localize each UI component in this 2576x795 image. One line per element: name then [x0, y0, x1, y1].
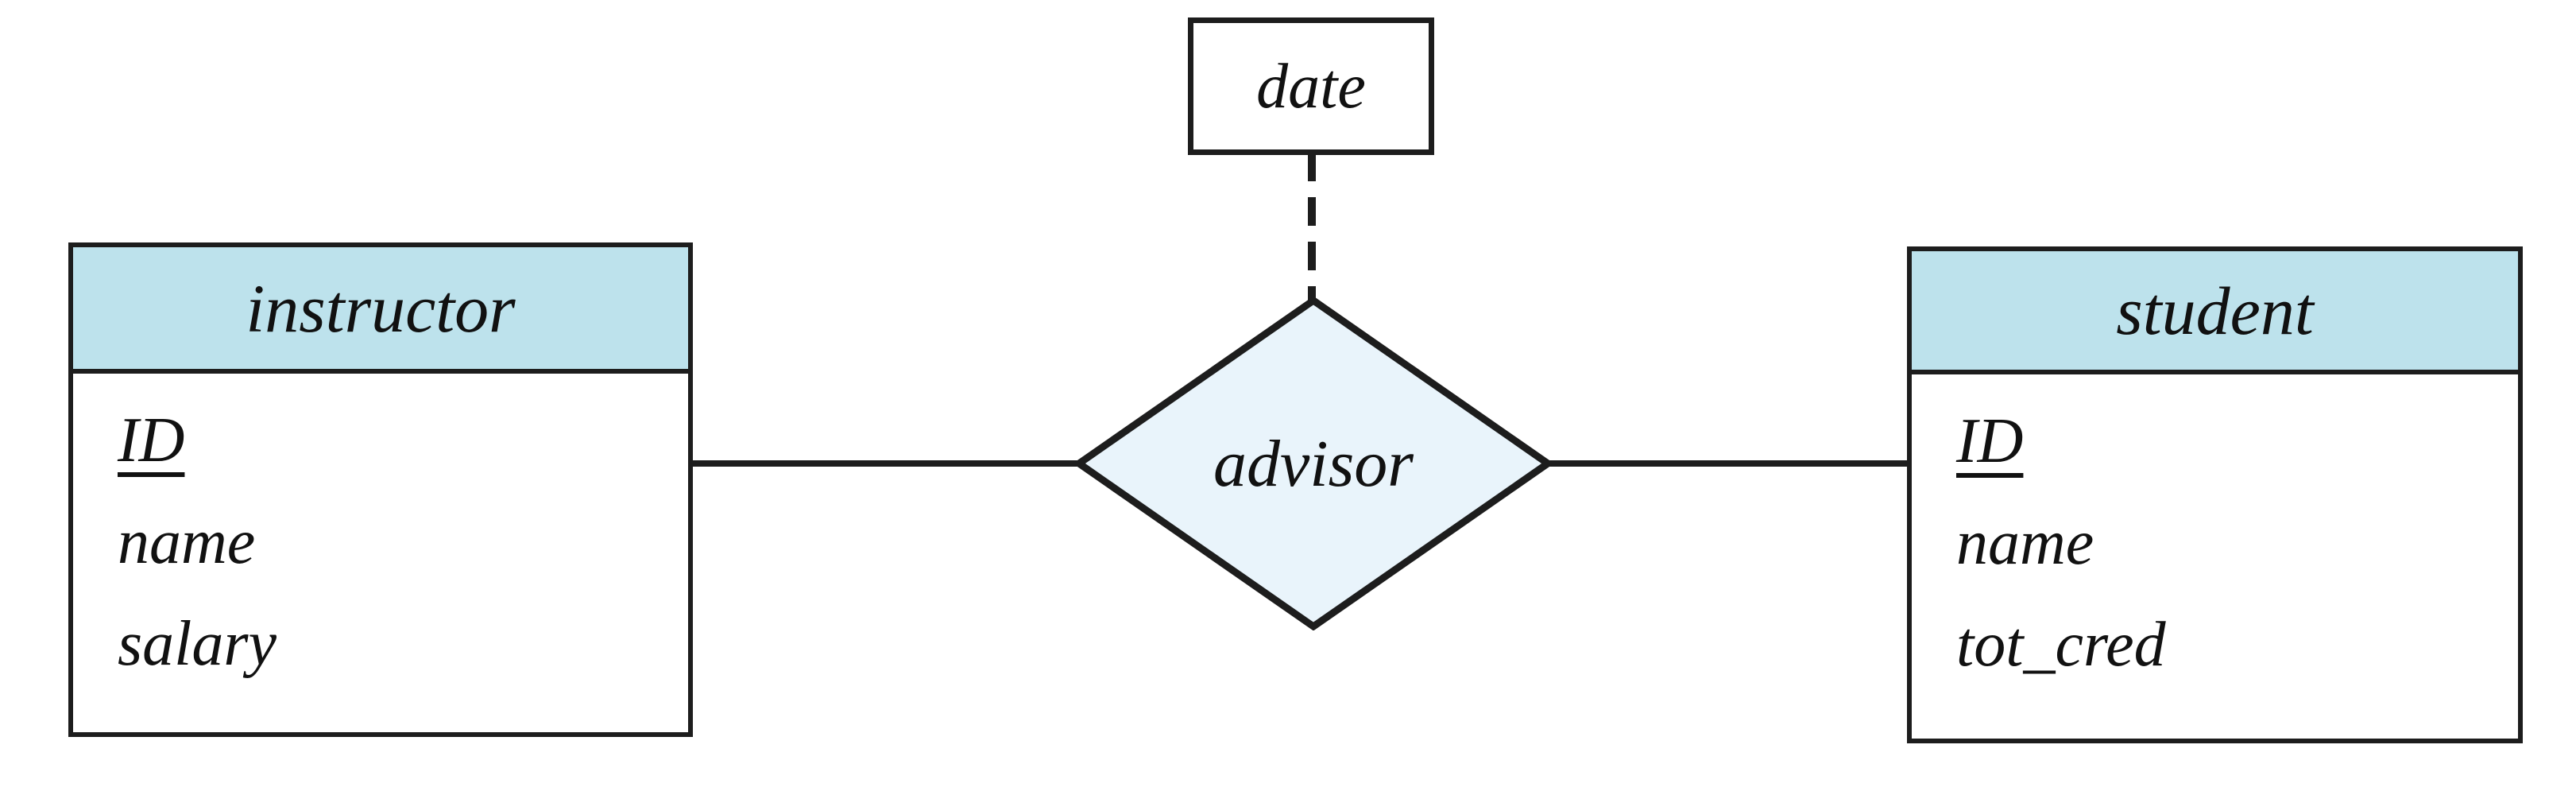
attribute-instructor-salary: salary [118, 609, 277, 679]
connector-advisor-to-student [1545, 460, 1911, 467]
relationship-advisor[interactable]: advisor [1075, 297, 1552, 630]
attribute-instructor-name: name [118, 507, 256, 577]
descriptive-attribute-date[interactable]: date [1188, 17, 1434, 155]
attribute-row: salary [118, 612, 688, 714]
attribute-student-name: name [1956, 508, 2094, 578]
attribute-row: name [1956, 511, 2518, 613]
entity-student-title: student [2116, 272, 2314, 349]
connector-date-to-advisor-dashed [1308, 153, 1316, 302]
entity-instructor-attributes: ID name salary [73, 374, 688, 732]
entity-student[interactable]: student ID name tot_cred [1907, 246, 2523, 743]
connector-instructor-to-advisor [688, 460, 1079, 467]
diamond-shape-icon [1075, 297, 1552, 630]
attribute-student-tot-cred: tot_cred [1956, 610, 2166, 680]
descriptive-attribute-date-label: date [1256, 51, 1366, 122]
entity-student-header: student [1912, 251, 2518, 374]
attribute-row: ID [1956, 409, 2518, 511]
attribute-row: ID [118, 409, 688, 510]
entity-instructor-title: instructor [246, 270, 516, 347]
attribute-student-id: ID [1956, 406, 2024, 476]
attribute-row: tot_cred [1956, 613, 2518, 715]
entity-student-attributes: ID name tot_cred [1912, 374, 2518, 739]
attribute-row: name [118, 510, 688, 612]
entity-instructor-header: instructor [73, 247, 688, 374]
entity-instructor[interactable]: instructor ID name salary [68, 242, 693, 737]
attribute-instructor-id: ID [118, 405, 185, 475]
